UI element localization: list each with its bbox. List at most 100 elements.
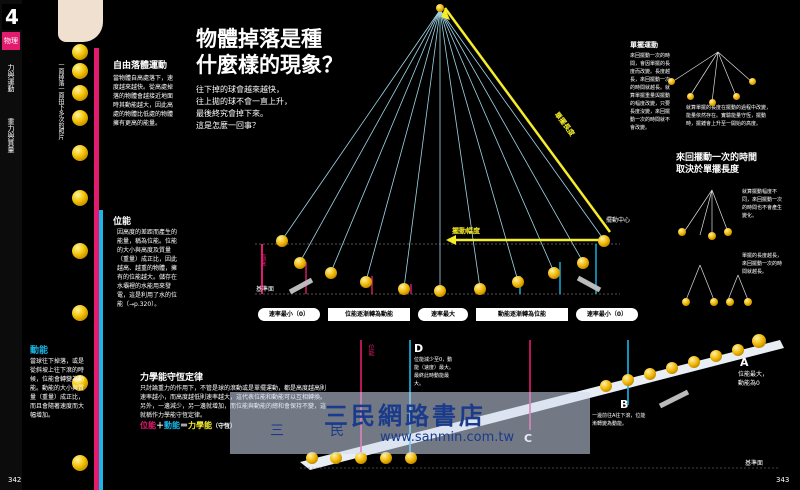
swing-arrow (288, 277, 314, 295)
formula-plus: ＋ (156, 421, 164, 430)
falling-ball (72, 44, 88, 60)
falling-ball (72, 63, 88, 79)
period-heading: 來回擺動一次的時間 取決於單擺長度 (676, 152, 757, 176)
speed-min-left: 速率最小（0） (258, 308, 320, 321)
pendulum-ball (548, 267, 560, 279)
slope-ball (600, 380, 612, 392)
free-fall-heading: 自由落體運動 (113, 61, 168, 71)
kinetic-bar (99, 210, 103, 490)
pendulum-length-arrow (443, 7, 612, 233)
period-heading-line: 來回擺動一次的時間 (676, 153, 758, 163)
point-d-note: 位能減少至0，動能（速度）最大。最終此時動能最大。 (414, 357, 455, 387)
center-label: 擺動中心 (606, 217, 631, 224)
period-ball (709, 99, 716, 106)
page-number-right: 343 (776, 476, 790, 484)
point-a-note-line: 動能為0 (738, 380, 760, 387)
watermark-title: 三民網路書店 (324, 402, 486, 430)
pendulum-note: 就算單擺的長度在擺動的過程中改變，能量依然存在。實驗能量守恆，擺動時，擺錘會上升… (686, 105, 772, 127)
title-line-1: 物體掉落是種 (196, 27, 322, 51)
pendulum-heading: 單擺運動 (630, 41, 658, 49)
period-ball (708, 232, 716, 240)
amplitude-label: 擺動幅度 (452, 227, 480, 235)
speed-max: 速率最大 (418, 308, 468, 321)
period-ball (710, 298, 718, 306)
point-b-note: 一邊前往A往下滾，位能漸轉變為動能。 (592, 413, 646, 427)
slope-ball (355, 452, 367, 464)
pendulum-ball (598, 235, 610, 247)
intro-line: 往上拋的球不會一直上升， (196, 97, 292, 106)
pendulum-ball (325, 267, 337, 279)
page-number-left: 342 (8, 476, 22, 484)
watermark-char: 三 (270, 423, 284, 439)
period-ball (687, 93, 694, 100)
to-kinetic-label: 位能逐漸轉為動能 (328, 308, 410, 321)
falling-ball (72, 305, 88, 321)
watermark-char: 民 (330, 423, 344, 439)
potential-body: 因高度的差距而產生的能量，稱為位能。位能的大小與高度及質量（重量）成正比，因此越… (117, 229, 178, 308)
formula-equals: ＝ (180, 421, 188, 430)
falling-ball (72, 145, 88, 161)
intro-line: 這是怎麼一回事？ (196, 121, 260, 130)
point-a-note: 位能最大， 動能為0 (738, 370, 778, 388)
point-b: B (620, 398, 629, 411)
chapter-tab: 4 物理 力與運動 重力與質量 (0, 0, 22, 490)
point-a-note-line: 位能最大， (738, 371, 769, 378)
page-title: 物體掉落是種 什麼樣的現象？ (196, 26, 343, 78)
period-ball (726, 298, 734, 306)
slope-ball (622, 374, 634, 386)
pendulum-ball (512, 276, 524, 288)
baseline-label: 基準面 (256, 286, 275, 293)
pendulum-body: 來回擺動一次的時間，會因單擺的長度而改變。長度越長，來回擺動一次的時間就越長。就… (630, 53, 671, 131)
formula-kinetic: 動能 (164, 421, 180, 430)
pendulum-ball (360, 276, 372, 288)
left-caption: 一面掉落一面拍下多次的照片 (57, 62, 64, 140)
pendulum-ball (434, 285, 446, 297)
potential-heading: 位能 (113, 217, 132, 227)
slope-baseline-label: 基準面 (745, 460, 764, 467)
arrowhead (446, 235, 456, 245)
potential-bar (94, 48, 99, 490)
chapter-tab-physics: 物理 (2, 32, 20, 50)
slope-ball (732, 344, 744, 356)
point-a: A (740, 356, 749, 369)
formula-potential: 位能 (140, 421, 156, 430)
watermark-url: www.sanmin.com.tw (380, 430, 515, 445)
falling-ball (72, 243, 88, 259)
chapter-tab-weight: 重力與質量 (7, 118, 15, 153)
chapter-number: 4 (2, 4, 22, 30)
falling-ball (72, 375, 88, 391)
intro-line: 最後終究會掉下來。 (196, 109, 268, 118)
kinetic-heading: 動能 (30, 346, 49, 356)
slope-ball (306, 452, 318, 464)
period-ball (733, 93, 740, 100)
period-heading-line: 取決於單擺長度 (676, 165, 740, 175)
falling-ball (72, 85, 88, 101)
speed-min-right: 速率最小（0） (576, 308, 638, 321)
pendulum-ball (294, 257, 306, 269)
slope-ball (405, 452, 417, 464)
chapter-tab-motion: 力與運動 (7, 64, 15, 92)
pendulum-ball (474, 283, 486, 295)
period-ball (724, 228, 732, 236)
watermark: 三民網路書店 www.sanmin.com.tw 三 民 (230, 392, 590, 454)
pendulum-ball (276, 235, 288, 247)
period-diagram (671, 51, 753, 301)
slope-ball (644, 368, 656, 380)
point-d: D (414, 342, 424, 355)
period-ball (668, 78, 675, 85)
free-fall-body: 當物體自高處落下，速度越來越快。從高處掉落的物體會越接近地面時其動能越大，因此高… (113, 75, 174, 127)
long-note: 就算擺動幅度不同，來回擺動一次的時間也不會產生變化。 (742, 189, 783, 219)
formula-note: （守恆） (212, 423, 237, 430)
height-label: 高度 (259, 254, 266, 266)
falling-ball (72, 190, 88, 206)
formula: 位能＋動能＝力學能（守恆） (140, 420, 236, 431)
falling-ball (72, 110, 88, 126)
conservation-heading: 力學能守恆定律 (140, 373, 204, 383)
intro-text: 往下掉的球會越來越快， 往上拋的球不會一直上升， 最後終究會掉下來。 這是怎麼一… (196, 84, 292, 132)
period-ball (682, 298, 690, 306)
to-potential-label: 動能逐漸轉為位能 (476, 308, 568, 321)
intro-line: 往下掉的球會越來越快， (196, 85, 284, 94)
slope-ball (666, 362, 678, 374)
pendulum-ball (398, 283, 410, 295)
slope-ball (688, 356, 700, 368)
